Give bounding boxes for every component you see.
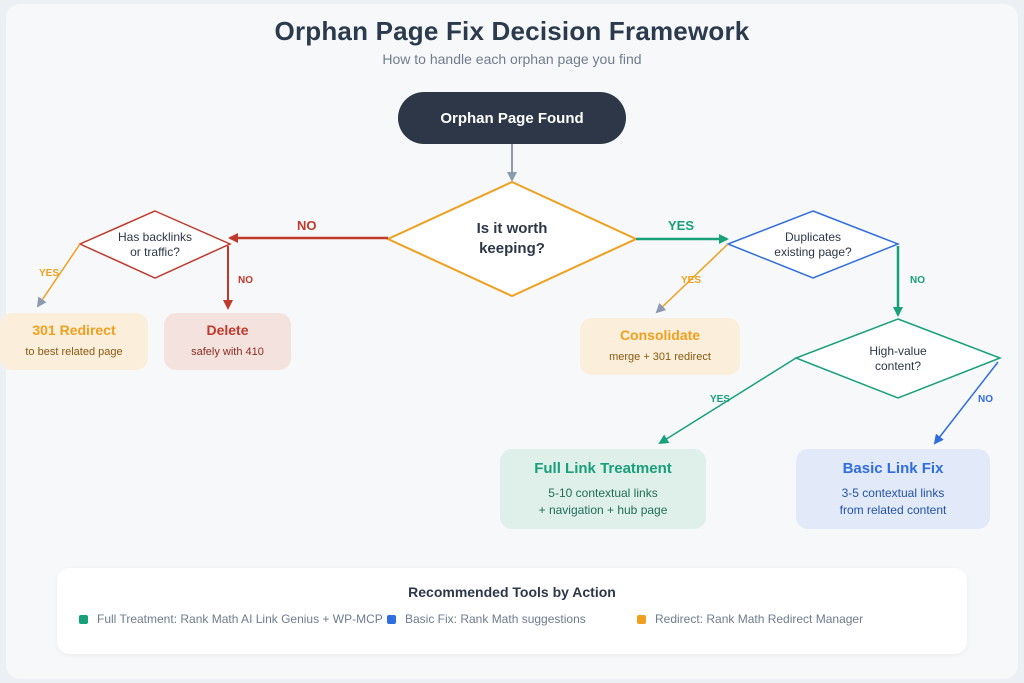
legend-item-redirect: Redirect: Rank Math Redirect Manager <box>637 612 863 626</box>
decision-diamond-duplicates <box>725 210 901 279</box>
decision-worth-keeping-text: Is it worth keeping? <box>476 220 548 257</box>
legend-item-basic-fix: Basic Fix: Rank Math suggestions <box>387 612 586 626</box>
outcome-delete-title: Delete <box>206 322 249 338</box>
page-subtitle: How to handle each orphan page you find <box>382 51 642 67</box>
legend-item-text: Redirect: Rank Math Redirect Manager <box>655 612 864 626</box>
decision-diamond-high-value <box>793 318 1003 399</box>
outcome-basic-link-fix: Basic Link Fix 3-5 contextual links from… <box>796 449 990 529</box>
edge-label-high-value-yes: YES <box>710 394 731 405</box>
legend-swatch-green <box>79 614 88 624</box>
outcome-redirect-title: 301 Redirect <box>32 322 116 338</box>
tools-legend: Recommended Tools by Action Full Treatme… <box>57 568 967 654</box>
edge-label-main-no: NO <box>297 218 317 233</box>
edge-duplicates-yes <box>655 243 729 314</box>
decision-diamond-backlinks <box>78 210 232 279</box>
decision-high-value-text: High-value content? <box>869 344 927 373</box>
page-title: Orphan Page Fix Decision Framework <box>274 16 750 46</box>
outcome-redirect: 301 Redirect to best related page <box>0 313 148 370</box>
outcome-full-link-desc2: + navigation + hub page <box>538 502 668 517</box>
edge-label-backlinks-yes: YES <box>39 268 60 279</box>
edge-high-value-no <box>933 361 999 445</box>
outcome-full-link-title: Full Link Treatment <box>534 459 672 477</box>
legend-item-text: Full Treatment: Rank Math AI Link Genius… <box>97 612 383 626</box>
legend-item-text: Basic Fix: Rank Math suggestions <box>405 612 586 626</box>
outcome-basic-link-desc1: 3-5 contextual links <box>841 485 945 500</box>
decision-diamond-worth-keeping <box>385 180 639 298</box>
edge-label-duplicates-yes: YES <box>681 275 702 286</box>
start-node: Orphan Page Found <box>398 92 626 144</box>
outcome-consolidate-desc: merge + 301 redirect <box>609 351 711 363</box>
outcome-delete-desc: safely with 410 <box>191 346 264 358</box>
decision-duplicates-text: Duplicates existing page? <box>774 230 852 259</box>
edge-label-duplicates-no: NO <box>910 275 925 286</box>
outcome-full-link-desc1: 5-10 contextual links <box>548 485 658 500</box>
outcome-basic-link-desc2: from related content <box>839 502 947 517</box>
decision-backlinks-text: Has backlinks or traffic? <box>117 230 193 259</box>
edge-backlinks-yes <box>36 243 81 308</box>
outcome-consolidate-title: Consolidate <box>619 327 701 343</box>
legend-swatch-orange <box>637 614 646 624</box>
outcome-delete: Delete safely with 410 <box>164 313 291 370</box>
legend-title: Recommended Tools by Action <box>408 584 616 600</box>
edge-label-main-yes: YES <box>668 218 695 233</box>
outcome-consolidate: Consolidate merge + 301 redirect <box>580 318 740 375</box>
legend-swatch-blue <box>387 614 396 624</box>
outcome-full-link-treatment: Full Link Treatment 5-10 contextual link… <box>500 449 706 529</box>
outcome-basic-link-title: Basic Link Fix <box>842 459 944 477</box>
edge-high-value-yes <box>658 357 797 445</box>
legend-item-full-treatment: Full Treatment: Rank Math AI Link Genius… <box>79 612 383 626</box>
outcome-redirect-desc: to best related page <box>25 346 123 358</box>
edge-label-backlinks-no: NO <box>238 275 253 286</box>
edge-label-high-value-no: NO <box>978 394 993 405</box>
